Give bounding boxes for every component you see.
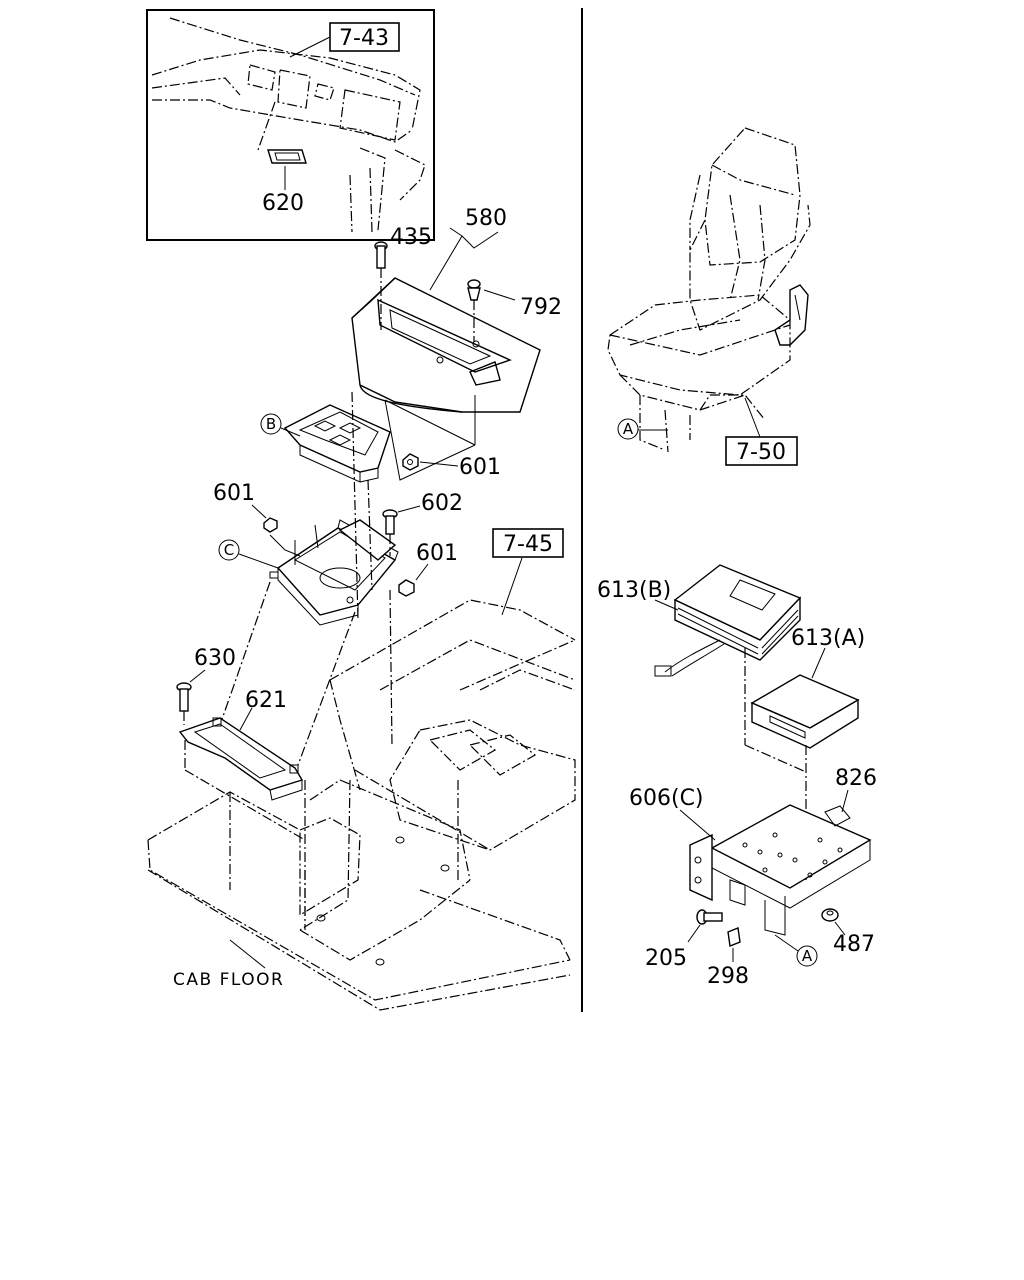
bracket-606c bbox=[689, 804, 872, 936]
inset-box bbox=[146, 9, 435, 241]
nut-601-a bbox=[402, 453, 459, 471]
part-label-205[interactable]: 205 bbox=[645, 946, 687, 971]
part-label-613a[interactable]: 613(A) bbox=[791, 626, 865, 651]
ref-label-7-50: 7-50 bbox=[736, 440, 786, 465]
clip-792 bbox=[467, 279, 516, 342]
ref-box-7-45[interactable]: 7-45 bbox=[492, 528, 564, 558]
callout-c-label: C bbox=[224, 541, 234, 559]
callout-circle-c bbox=[218, 539, 240, 561]
cab-floor bbox=[147, 599, 576, 1011]
nut-487 bbox=[821, 908, 846, 936]
ref-box-7-50[interactable]: 7-50 bbox=[725, 436, 798, 466]
nut-298 bbox=[727, 927, 741, 962]
controller-613b bbox=[654, 564, 802, 677]
bolt-435 bbox=[374, 241, 388, 330]
ref-label-7-45: 7-45 bbox=[503, 532, 553, 557]
part-label-826[interactable]: 826 bbox=[835, 766, 877, 791]
part-label-580[interactable]: 580 bbox=[465, 206, 507, 231]
controller-613a bbox=[750, 674, 860, 749]
callout-circle-a-bracket bbox=[796, 945, 818, 967]
part-label-601-right[interactable]: 601 bbox=[416, 541, 458, 566]
part-label-298[interactable]: 298 bbox=[707, 964, 749, 989]
bolt-205 bbox=[687, 909, 723, 943]
bolt-602 bbox=[382, 505, 421, 556]
ref-label-7-43: 7-43 bbox=[339, 26, 389, 51]
part-label-613b[interactable]: 613(B) bbox=[597, 578, 671, 603]
part-label-602[interactable]: 602 bbox=[421, 491, 463, 516]
callout-a-seat-label: A bbox=[623, 420, 634, 438]
cab-floor-label: CAB FLOOR bbox=[173, 970, 284, 990]
seat bbox=[607, 127, 811, 453]
part-label-630[interactable]: 630 bbox=[194, 646, 236, 671]
console-box-580 bbox=[351, 277, 541, 413]
part-label-601-left[interactable]: 601 bbox=[213, 481, 255, 506]
bracket-c bbox=[269, 519, 399, 626]
part-label-606c[interactable]: 606(C) bbox=[629, 786, 704, 811]
part-label-601-upper[interactable]: 601 bbox=[459, 455, 501, 480]
ref-box-7-43[interactable]: 7-43 bbox=[329, 22, 400, 52]
part-label-435[interactable]: 435 bbox=[390, 225, 432, 250]
callout-circle-b bbox=[260, 413, 282, 435]
part-label-621[interactable]: 621 bbox=[245, 688, 287, 713]
callout-a-bracket-label: A bbox=[802, 947, 813, 965]
callout-b-label: B bbox=[266, 415, 276, 433]
nut-601-b bbox=[251, 504, 301, 557]
nut-601-c bbox=[398, 563, 429, 597]
part-label-792[interactable]: 792 bbox=[520, 295, 562, 320]
bracket-621 bbox=[178, 707, 304, 801]
bracket-b bbox=[283, 404, 391, 483]
part-label-487[interactable]: 487 bbox=[833, 932, 875, 957]
callout-circle-a-seat bbox=[617, 418, 639, 440]
bolt-630 bbox=[176, 669, 206, 725]
part-label-620[interactable]: 620 bbox=[262, 191, 304, 216]
